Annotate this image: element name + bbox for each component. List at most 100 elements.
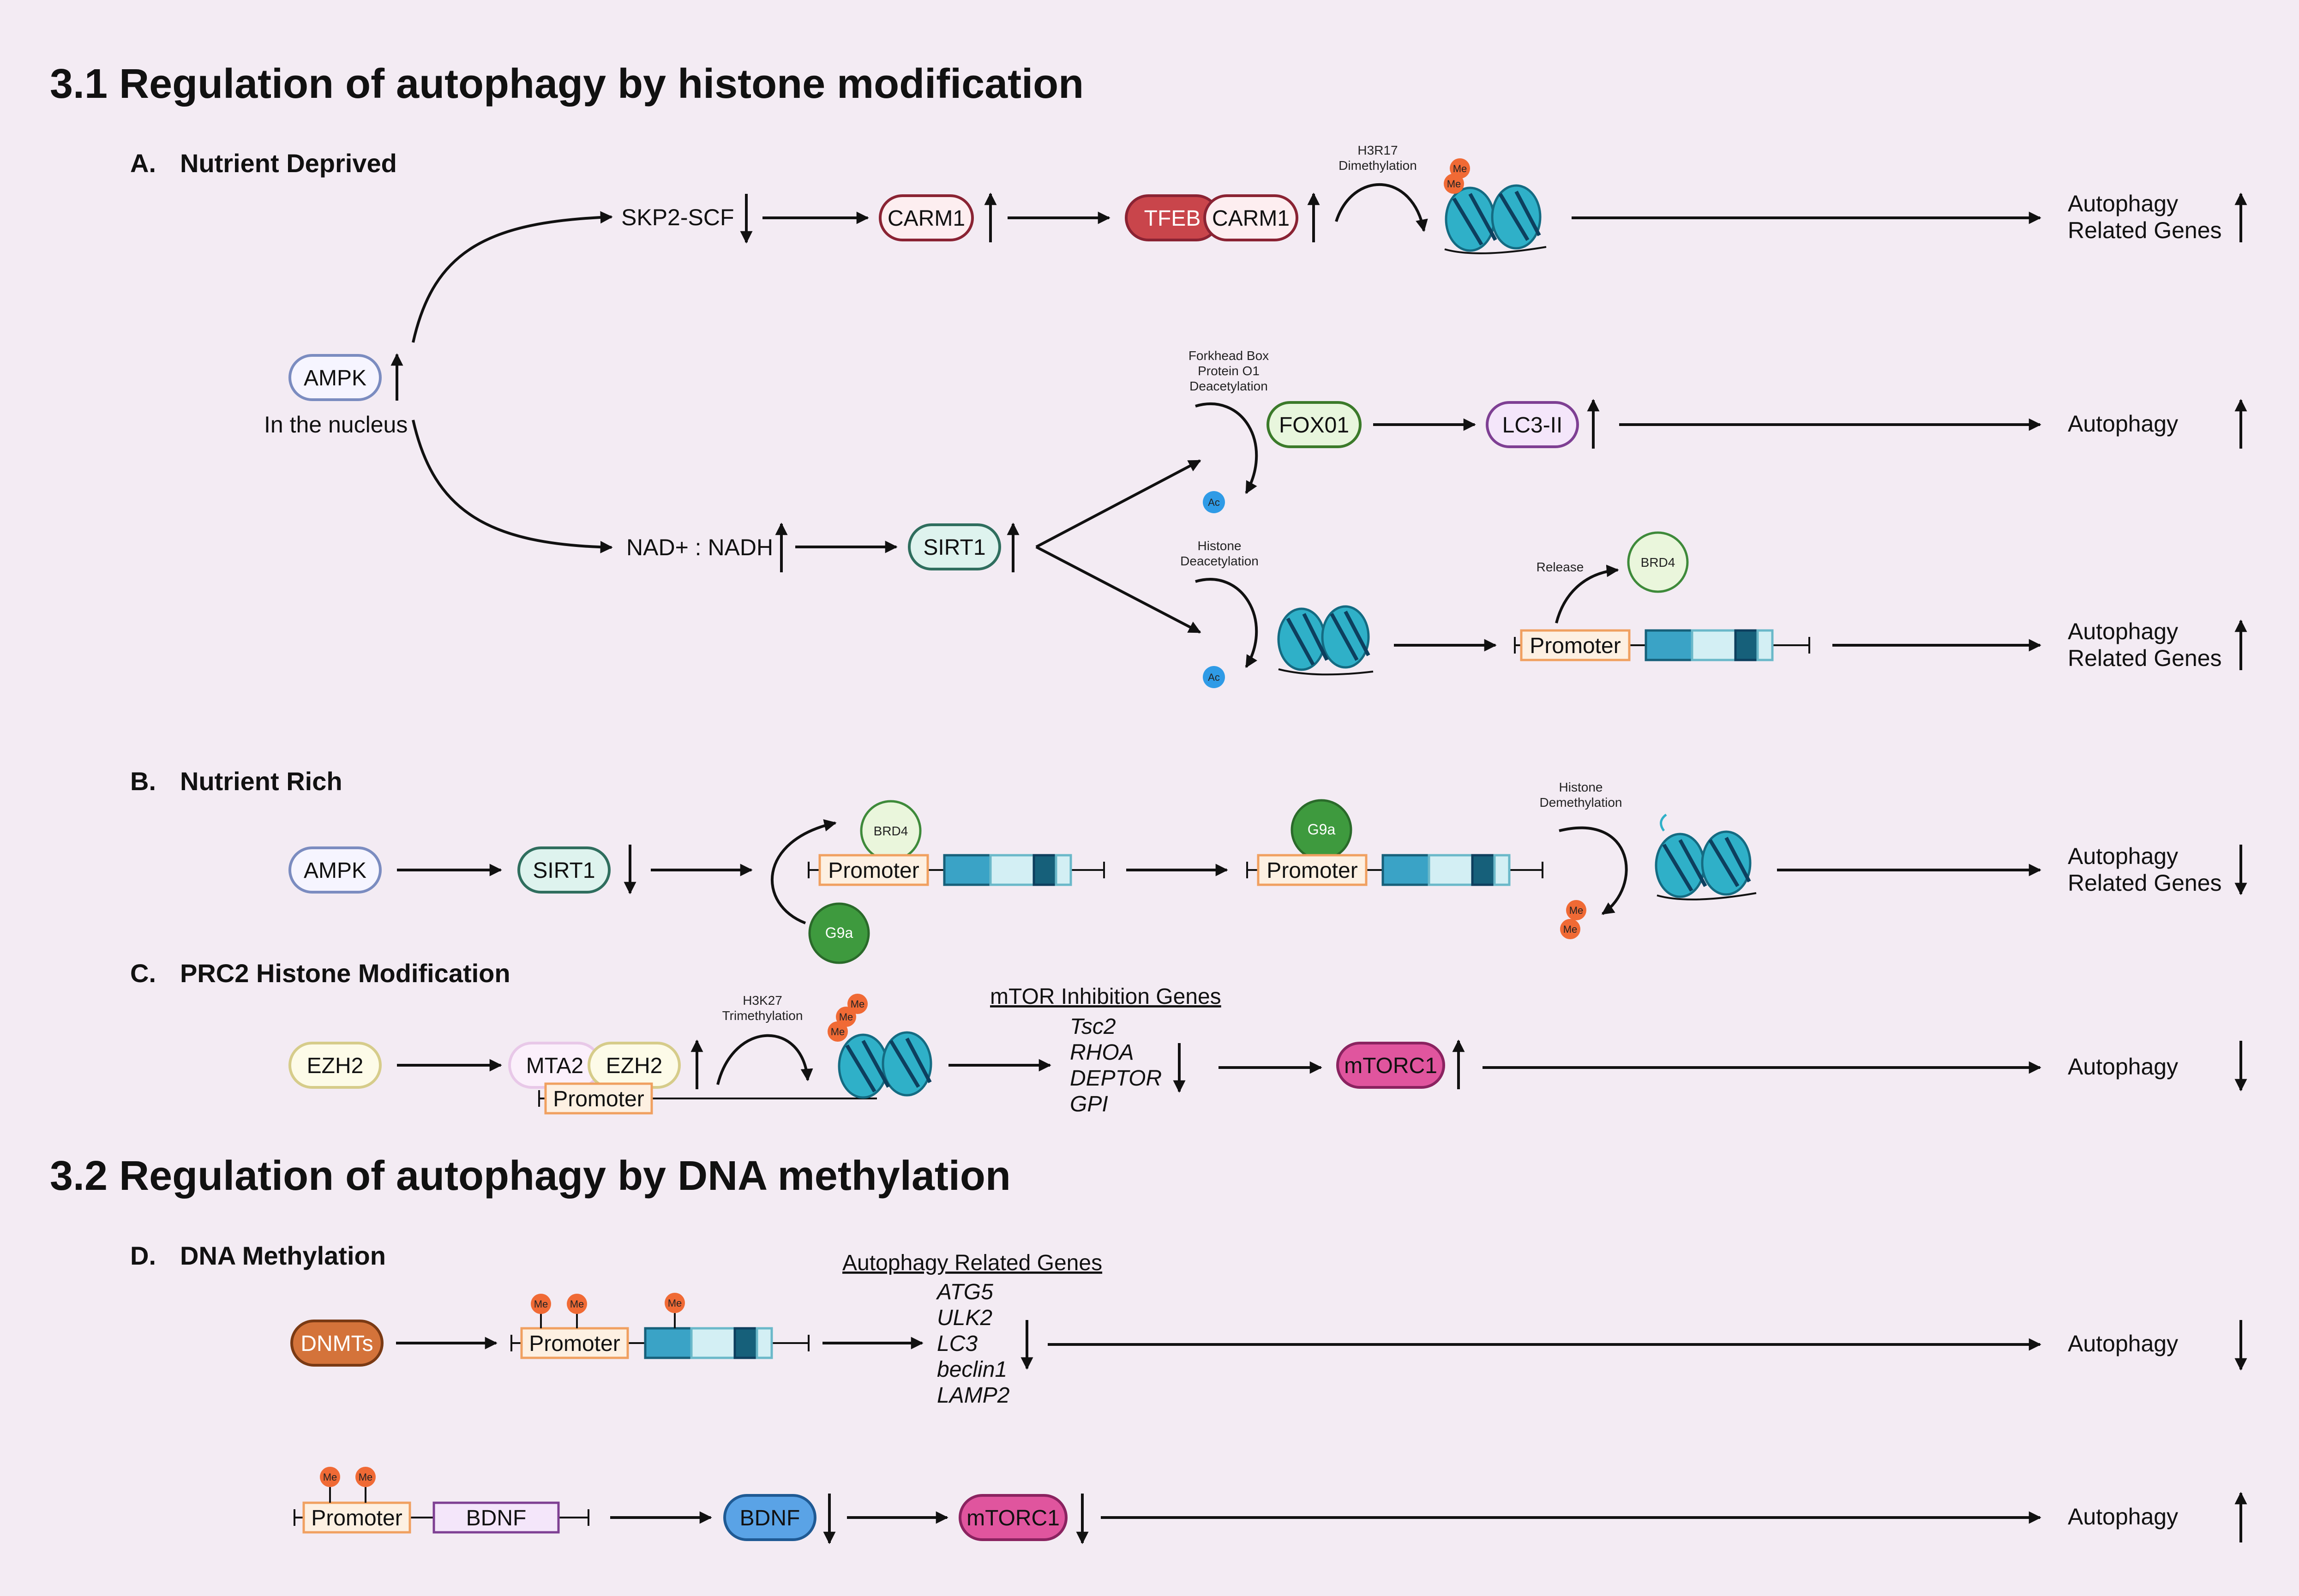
- svg-text:MTA2: MTA2: [526, 1054, 583, 1078]
- svg-text:Protein O1: Protein O1: [1198, 364, 1260, 378]
- svg-text:Me: Me: [1453, 163, 1467, 174]
- svg-text:Me: Me: [831, 1026, 845, 1038]
- svg-text:Demethylation: Demethylation: [1540, 795, 1622, 810]
- svg-text:Promoter: Promoter: [553, 1087, 644, 1111]
- outcome-autophagy-related-genes-up: Autophagy Related Genes: [2068, 618, 2222, 671]
- svg-text:beclin1: beclin1: [937, 1357, 1007, 1382]
- svg-text:Deacetylation: Deacetylation: [1180, 554, 1259, 568]
- skp2-scf-label: SKP2-SCF: [621, 204, 734, 230]
- svg-text:CARM1: CARM1: [888, 206, 965, 231]
- svg-text:mTORC1: mTORC1: [966, 1506, 1060, 1530]
- svg-text:AMPK: AMPK: [304, 858, 366, 883]
- svg-text:Ac: Ac: [1208, 497, 1220, 508]
- nucleosome-icon: [1655, 814, 1757, 900]
- bdnf-node: BDNF: [723, 1494, 816, 1541]
- h3r17-annotation: H3R17 Dimethylation: [1339, 143, 1417, 173]
- histone-demethylation-annotation: Histone Demethylation: [1540, 780, 1622, 810]
- svg-text:Nutrient Deprived: Nutrient Deprived: [180, 149, 397, 178]
- branch-arrow-nad: [412, 420, 613, 553]
- outcome-autophagy-up: Autophagy: [2068, 1504, 2178, 1530]
- svg-text:PRC2 Histone Modification: PRC2 Histone Modification: [180, 959, 510, 988]
- svg-text:LC3-II: LC3-II: [1502, 413, 1563, 438]
- outcome-autophagy-up: Autophagy: [2068, 411, 2178, 437]
- methylated-promoter-bdnf-construct: Promoter BDNF Me Me: [294, 1467, 589, 1534]
- svg-text:BDNF: BDNF: [740, 1506, 800, 1530]
- svg-text:Related Genes: Related Genes: [2068, 870, 2222, 896]
- svg-text:Nutrient Rich: Nutrient Rich: [180, 767, 342, 796]
- svg-text:DEPTOR: DEPTOR: [1070, 1066, 1162, 1091]
- nucleosome-icon: Me Me: [1444, 158, 1547, 254]
- curved-arrow: [716, 1034, 813, 1085]
- curved-arrow: [1559, 826, 1628, 915]
- branch-arrow-skp2: [412, 211, 613, 343]
- curved-arrow: [1195, 578, 1258, 668]
- me-markers: Me Me: [1560, 900, 1586, 939]
- svg-text:FOX01: FOX01: [1279, 413, 1349, 438]
- g9a-node: G9a: [1291, 799, 1352, 861]
- svg-text:Histone: Histone: [1559, 780, 1603, 794]
- svg-text:Related Genes: Related Genes: [2068, 217, 2222, 243]
- g9a-node: G9a: [808, 902, 870, 964]
- svg-text:DNA Methylation: DNA Methylation: [180, 1241, 386, 1270]
- svg-text:B.: B.: [130, 767, 156, 796]
- svg-text:Ac: Ac: [1208, 672, 1220, 683]
- svg-text:BRD4: BRD4: [1641, 555, 1675, 570]
- svg-text:Forkhead Box: Forkhead Box: [1189, 348, 1269, 363]
- fox01-node: FOX01: [1267, 401, 1362, 448]
- svg-text:Autophagy: Autophagy: [2068, 191, 2178, 216]
- methylated-promoter-gene-construct: Promoter Me Me Me: [510, 1293, 810, 1359]
- svg-text:EZH2: EZH2: [307, 1054, 364, 1078]
- sirt1-node: SIRT1: [908, 523, 1001, 570]
- nucleosome-icon: Me Me Me: [828, 994, 932, 1099]
- svg-text:Me: Me: [668, 1297, 682, 1309]
- section-a-header: A. Nutrient Deprived: [130, 149, 397, 178]
- ampk-node: AMPK: [288, 846, 382, 894]
- svg-text:H3R17: H3R17: [1357, 143, 1398, 157]
- promoter-gene-construct: Promoter: [1246, 854, 1543, 886]
- svg-text:H3K27: H3K27: [743, 993, 782, 1008]
- svg-text:EZH2: EZH2: [606, 1054, 663, 1078]
- mta2-ezh2-complex: MTA2 EZH2: [508, 1042, 681, 1089]
- carm1-node: CARM1: [879, 194, 974, 241]
- svg-text:Me: Me: [1569, 905, 1584, 916]
- svg-text:LC3: LC3: [937, 1332, 978, 1356]
- section-c-header: C. PRC2 Histone Modification: [130, 959, 510, 988]
- title-dna-methylation: 3.2 Regulation of autophagy by DNA methy…: [50, 1153, 1011, 1199]
- svg-text:G9a: G9a: [1308, 821, 1336, 838]
- mtorc1-node: mTORC1: [1336, 1042, 1445, 1089]
- ezh2-node: EZH2: [288, 1042, 382, 1089]
- svg-text:TFEB: TFEB: [1144, 206, 1201, 231]
- branch-arrow-histone: [1035, 546, 1201, 634]
- nucleosome-icon: [1277, 605, 1374, 676]
- curved-arrow: [770, 819, 837, 924]
- brd4-node: BRD4: [1627, 531, 1689, 593]
- svg-text:BRD4: BRD4: [874, 824, 908, 838]
- svg-text:Promoter: Promoter: [1267, 858, 1357, 883]
- svg-text:Autophagy: Autophagy: [2068, 618, 2178, 644]
- svg-text:ULK2: ULK2: [937, 1306, 992, 1330]
- svg-text:A.: A.: [130, 149, 156, 178]
- svg-text:Autophagy Related Genes: Autophagy Related Genes: [842, 1251, 1102, 1275]
- svg-text:Promoter: Promoter: [529, 1332, 620, 1356]
- release-label: Release: [1537, 560, 1584, 574]
- histone-deacetylation-annotation: Histone Deacetylation: [1180, 539, 1259, 568]
- promoter-gene-construct: Promoter: [808, 854, 1105, 886]
- outcome-autophagy-related-genes-down: Autophagy Related Genes: [2068, 843, 2222, 896]
- svg-text:SIRT1: SIRT1: [533, 858, 595, 883]
- promoter-construct: Promoter: [538, 1082, 877, 1115]
- curved-arrow: [1195, 402, 1258, 494]
- outcome-autophagy-down: Autophagy: [2068, 1331, 2178, 1356]
- branch-arrow-fox01: [1035, 459, 1201, 548]
- tfeb-carm1-complex: TFEB CARM1: [1125, 194, 1298, 241]
- lc3ii-node: LC3-II: [1486, 401, 1579, 448]
- svg-text:Autophagy: Autophagy: [2068, 843, 2178, 869]
- svg-text:BDNF: BDNF: [466, 1506, 527, 1530]
- promoter-gene-construct: Promoter: [1514, 629, 1810, 661]
- release-arrow: [1555, 564, 1619, 624]
- brd4-node: BRD4: [860, 800, 922, 862]
- in-nucleus-label: In the nucleus: [264, 412, 408, 438]
- section-d-header: D. DNA Methylation: [130, 1241, 386, 1270]
- svg-text:Promoter: Promoter: [311, 1506, 402, 1530]
- svg-text:Related Genes: Related Genes: [2068, 645, 2222, 671]
